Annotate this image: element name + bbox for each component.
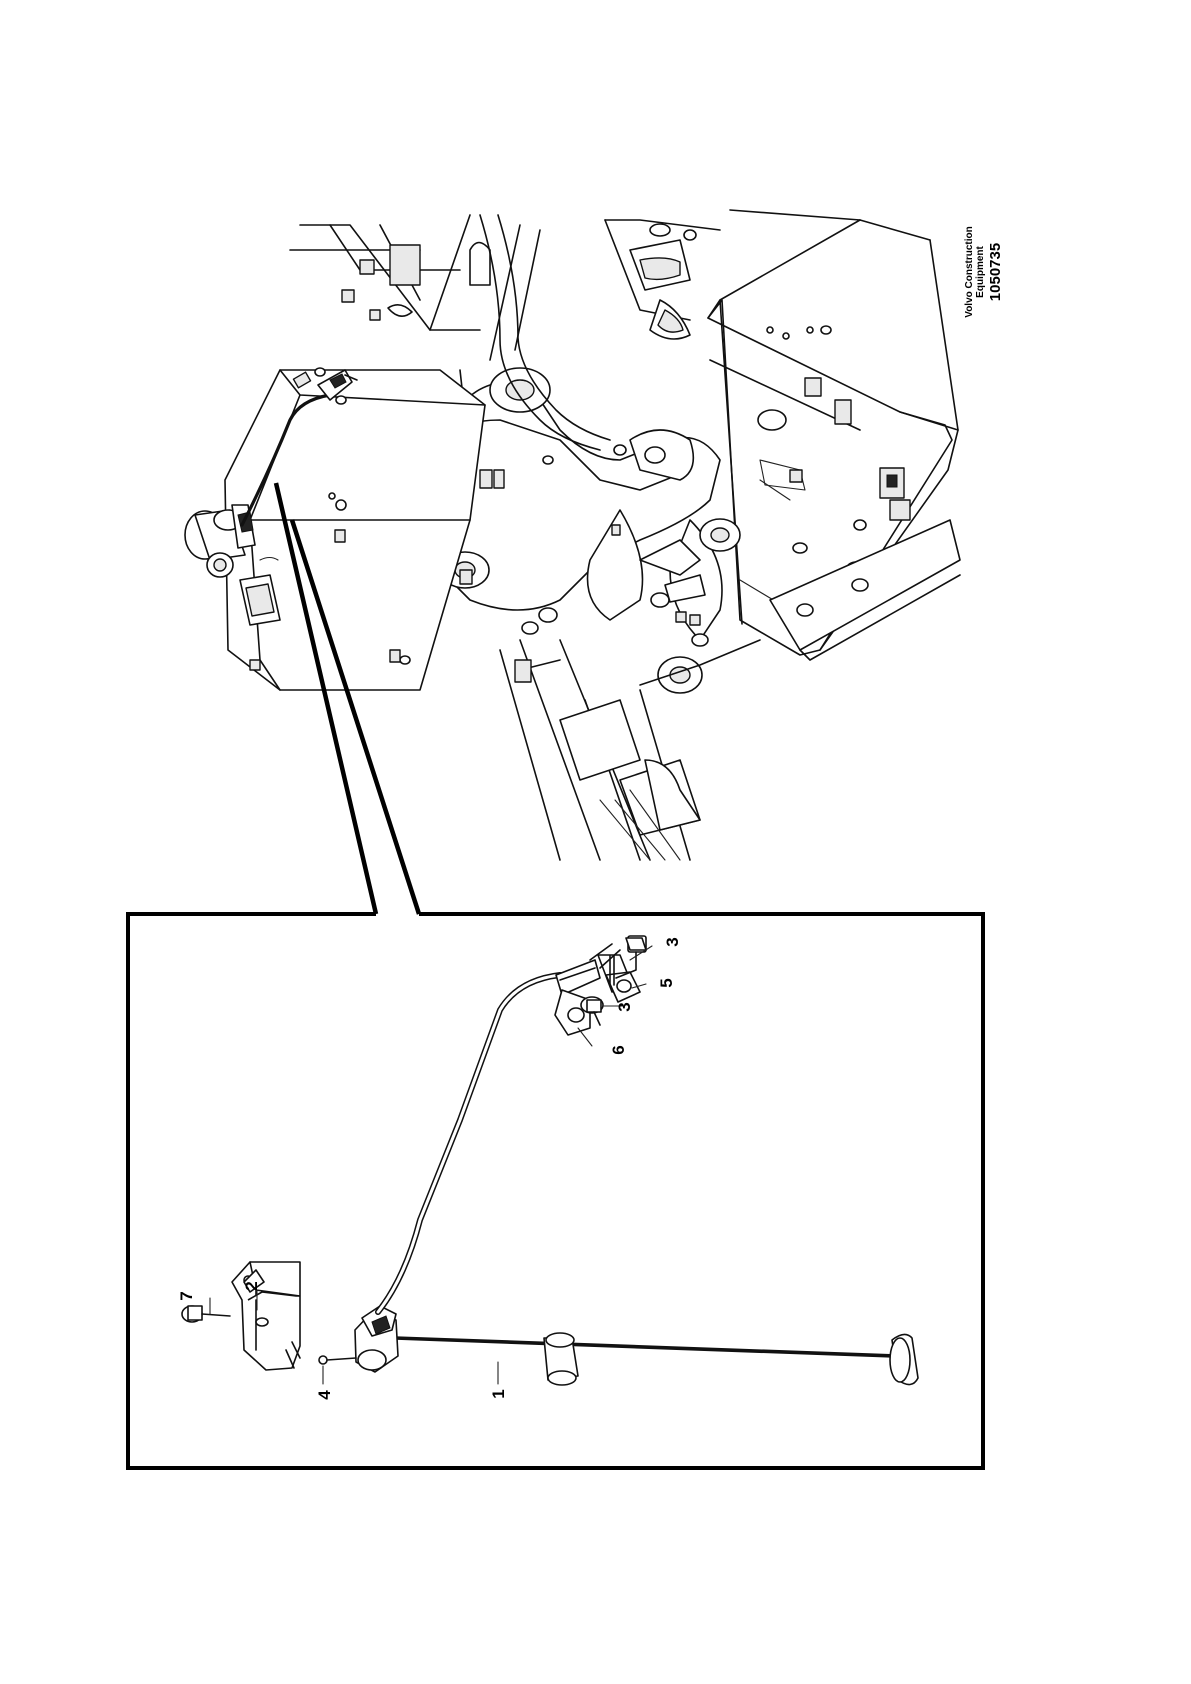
battery-disconnect-switch-mounted — [184, 504, 256, 578]
leader-3a — [629, 945, 653, 961]
callout-7: 7 — [177, 1291, 196, 1300]
callout-5: 5 — [657, 978, 676, 987]
drawing-identifier: Volvo Construction Equipment 1050735 — [964, 226, 1004, 317]
frame-pocket — [559, 699, 641, 781]
callout-2: 2 — [242, 1281, 261, 1290]
callout-4: 4 — [315, 1390, 334, 1400]
detail-view — [181, 935, 919, 1386]
figure-code: 1050735 — [987, 243, 1004, 301]
machine-frame-overview — [184, 209, 961, 861]
callout-labels: 1 2 3 3 4 5 6 7 — [177, 937, 682, 1399]
pin-4 — [318, 1355, 357, 1365]
mounting-bracket — [231, 1261, 301, 1371]
detail-leader-left — [273, 482, 379, 915]
callout-1: 1 — [489, 1389, 508, 1398]
leader-6 — [577, 1027, 593, 1047]
console-box — [224, 369, 486, 691]
detail-frame — [126, 912, 985, 1470]
leader-5 — [631, 983, 647, 989]
callout-3a: 3 — [663, 937, 682, 946]
brand-line-1: Volvo Construction — [964, 226, 975, 317]
brand-line-2: Equipment — [975, 246, 986, 298]
callout-3b: 3 — [615, 1002, 634, 1011]
screw-7 — [181, 1305, 231, 1323]
detail-leader-right — [289, 519, 422, 915]
callout-6: 6 — [609, 1045, 628, 1054]
screw-3-lower — [580, 996, 604, 1026]
disconnect-switch-shaft — [354, 1305, 919, 1386]
